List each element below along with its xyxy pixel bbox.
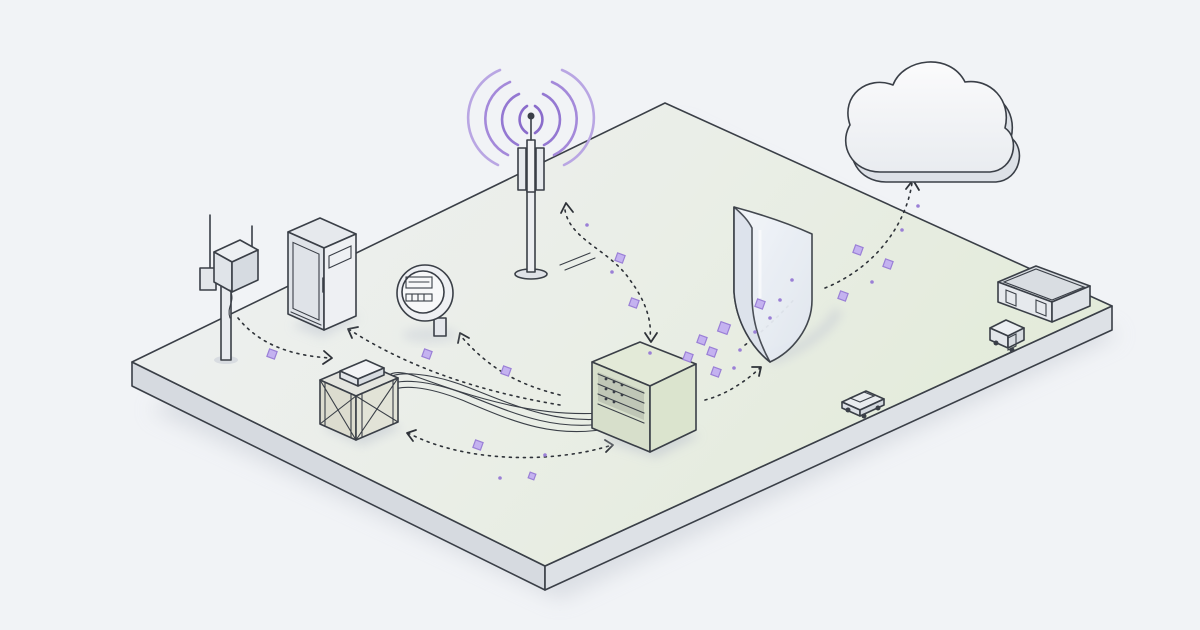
- data-dot: [870, 280, 874, 284]
- flow-gateway-to-cabinet: [349, 329, 561, 406]
- data-packet-icon: [852, 244, 864, 256]
- delivery-truck-icon: [989, 319, 1025, 353]
- shipping-crate-icon: [319, 359, 402, 446]
- data-dot: [790, 278, 794, 282]
- data-packet-icon: [696, 334, 708, 346]
- electrical-cabinet-icon: [287, 217, 360, 338]
- data-packet-icon: [882, 258, 894, 270]
- flow-pole-to-crate: [237, 317, 331, 359]
- tracker-device: [339, 359, 385, 387]
- data-packets: [266, 204, 920, 481]
- security-shield-icon: [733, 206, 843, 365]
- edge-gateway-icon: [591, 341, 700, 458]
- data-dot: [732, 366, 736, 370]
- radio-waves: [466, 68, 596, 167]
- data-dot: [738, 348, 742, 352]
- flow-gateway-to-shield: [704, 367, 761, 401]
- car-icon: [841, 390, 885, 419]
- data-packet-icon: [710, 366, 722, 378]
- data-dot: [753, 330, 757, 334]
- data-packet-icon: [421, 348, 433, 360]
- data-dot: [585, 223, 589, 227]
- data-dot: [543, 453, 547, 457]
- platform-top: [131, 102, 1113, 567]
- data-dot: [498, 476, 502, 480]
- data-dot: [778, 298, 782, 302]
- data-packet-icon: [527, 471, 537, 481]
- warehouse-icon: [997, 265, 1091, 323]
- sensor-pole-icon: [199, 214, 259, 364]
- data-packet-icon: [628, 297, 640, 309]
- data-packet-icon: [837, 290, 849, 302]
- cloud-icon: [845, 61, 1021, 183]
- data-packet-icon: [500, 365, 512, 377]
- data-packet-icon: [706, 346, 718, 358]
- data-dot: [916, 204, 920, 208]
- flow-tower-to-gateway: [564, 209, 652, 339]
- data-packet-icon: [266, 348, 278, 360]
- cell-tower-icon: [466, 68, 596, 280]
- flow-shield-to-cloud: [824, 182, 913, 289]
- data-packet-icon: [614, 252, 626, 264]
- data-dot: [648, 351, 652, 355]
- data-packet-icon: [472, 439, 484, 451]
- data-packet-icon: [754, 298, 766, 310]
- data-packet-icon: [716, 320, 732, 336]
- smart-meter-icon: [396, 264, 458, 343]
- cables: [384, 371, 615, 433]
- data-dot: [610, 270, 614, 274]
- data-dot: [900, 228, 904, 232]
- data-packet-icon: [682, 351, 694, 363]
- data-dot: [768, 316, 772, 320]
